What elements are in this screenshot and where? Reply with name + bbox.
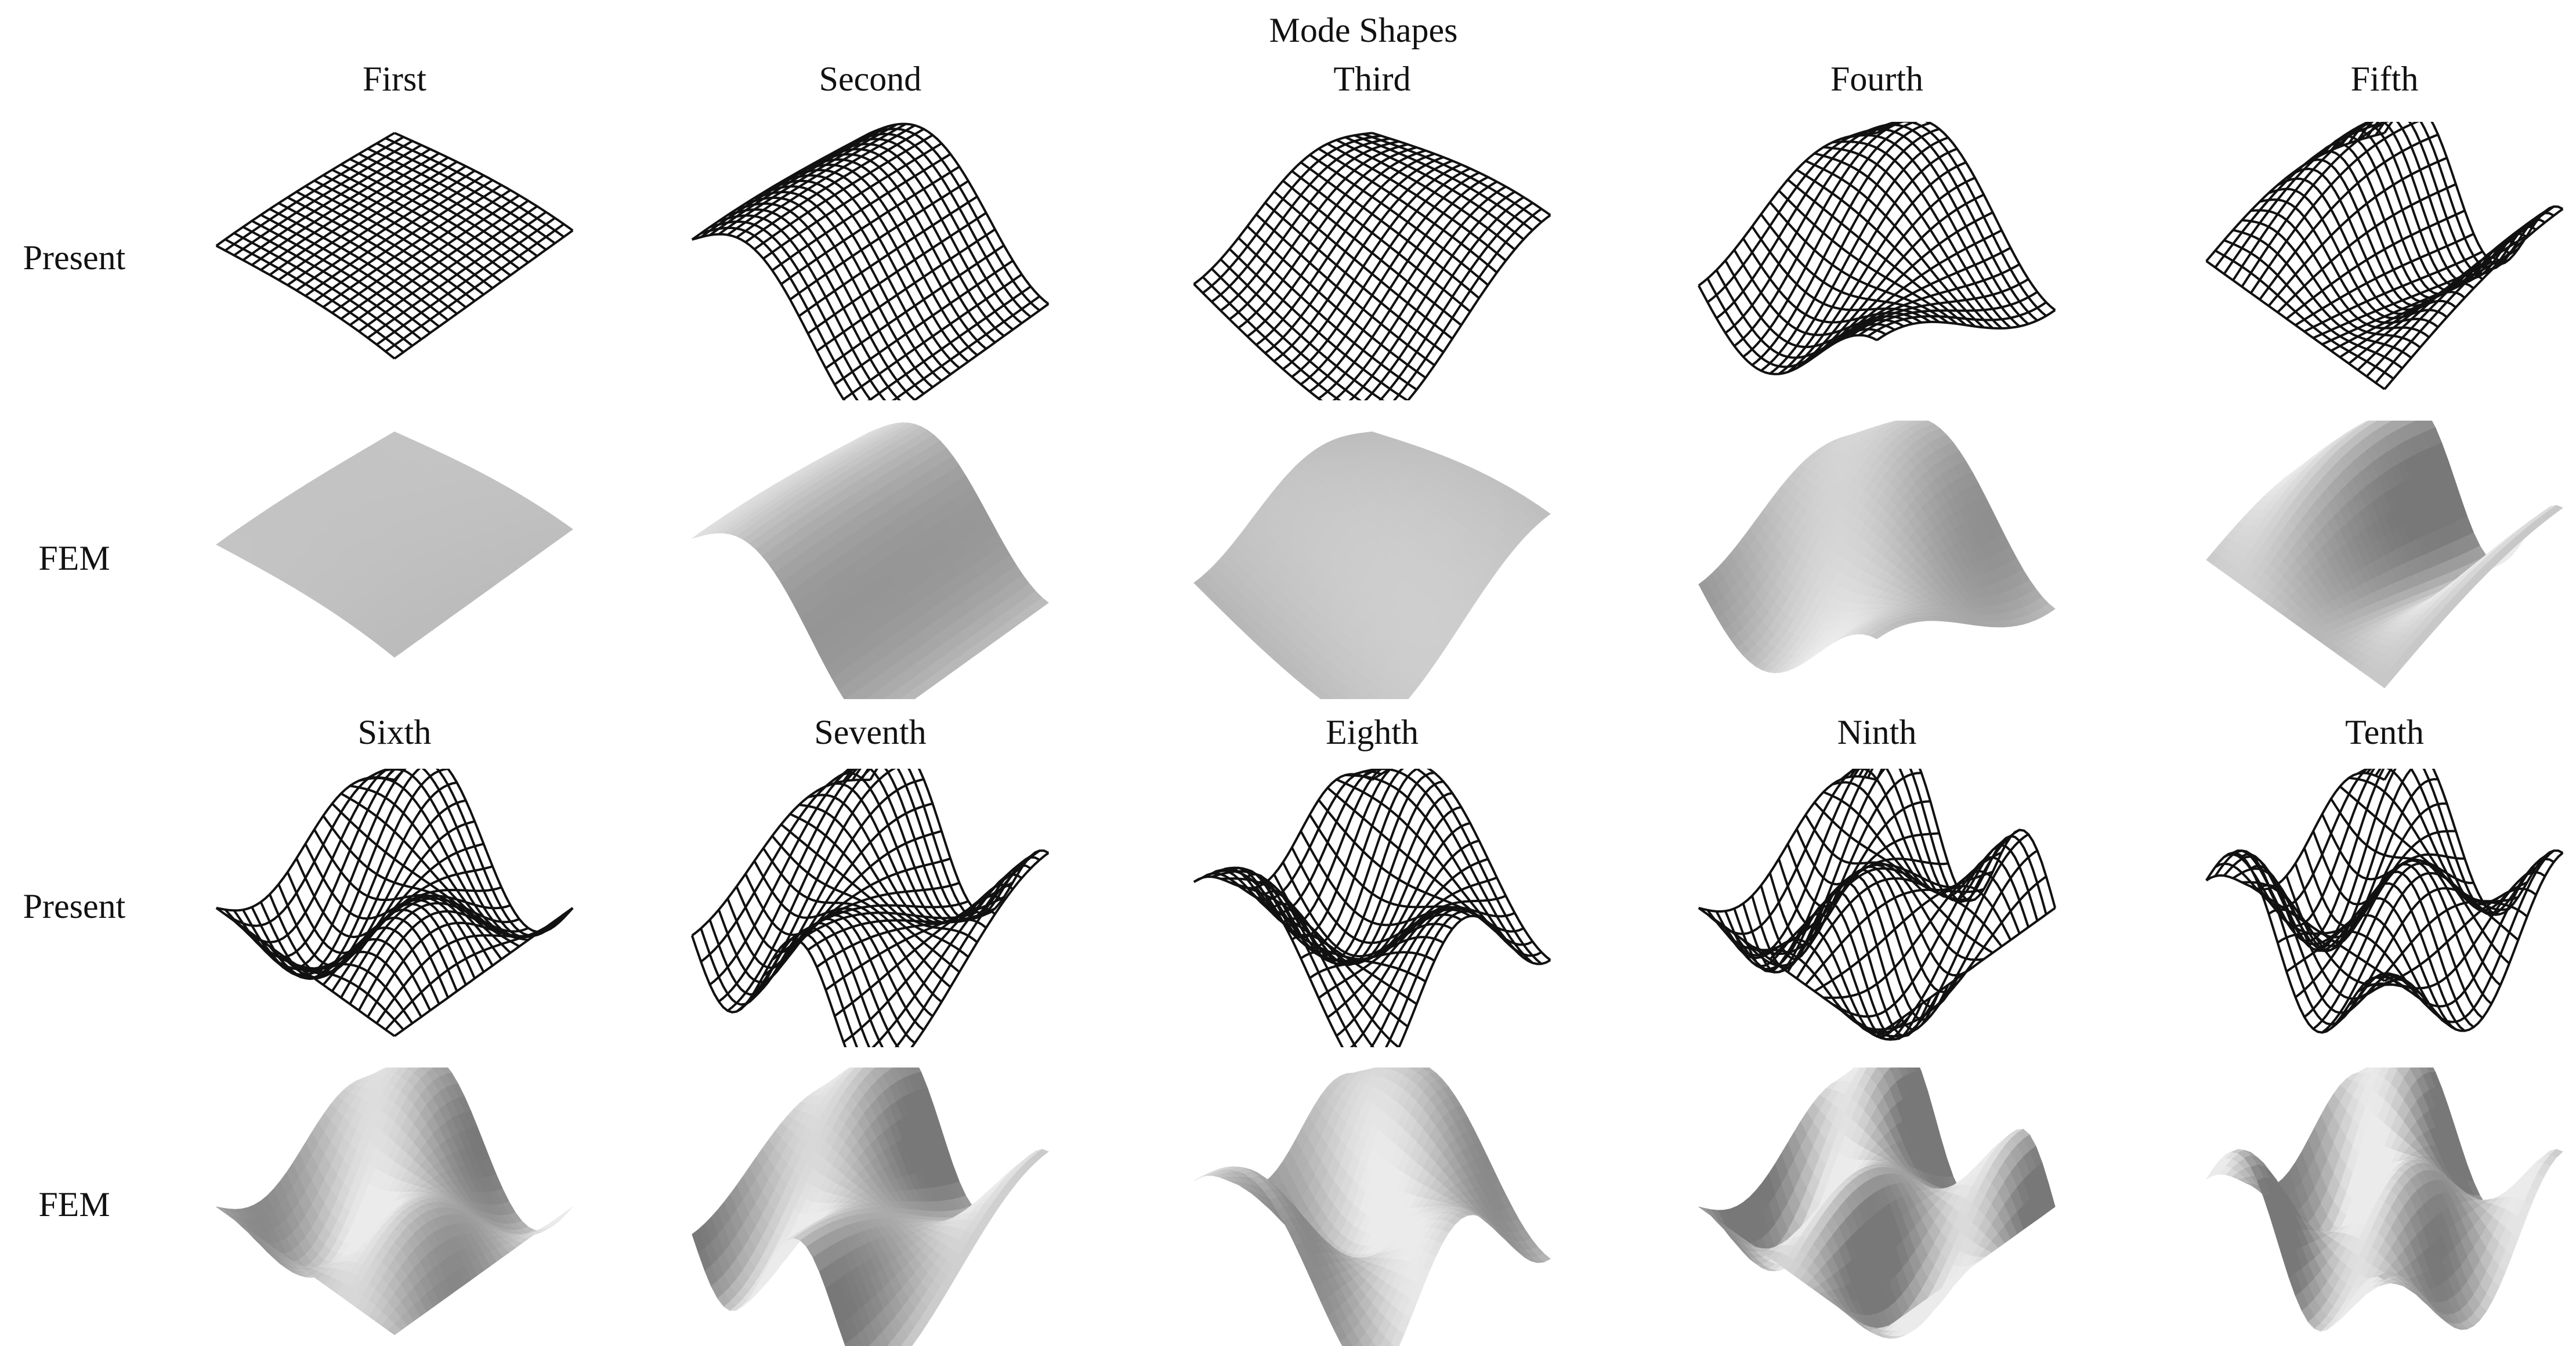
mode-label-sixth: Sixth: [358, 715, 432, 750]
mode-label-eighth: Eighth: [1326, 715, 1419, 750]
mesh-line: [808, 795, 986, 928]
mesh-line: [1372, 916, 1550, 1047]
mesh-line: [1247, 226, 1426, 378]
mesh-line: [386, 224, 564, 352]
mode-label-first: First: [363, 61, 426, 96]
fem-seventh-panel: [685, 1068, 1056, 1346]
mode-label-fourth: Fourth: [1830, 61, 1923, 96]
mesh-line: [826, 773, 1004, 922]
mesh-line: [701, 228, 879, 400]
present-seventh-panel: [685, 769, 1056, 1047]
mesh-line: [1354, 135, 1532, 230]
figure-title: Mode Shapes: [1269, 13, 1458, 48]
mesh-line: [1229, 769, 1408, 938]
fem-third-panel: [1186, 421, 1558, 699]
fem-first-panel: [209, 421, 580, 699]
present-third-panel: [1186, 122, 1558, 400]
mesh-line: [692, 234, 870, 400]
row-label-fem-1: FEM: [38, 541, 110, 576]
mesh-line: [288, 801, 466, 974]
mesh-line: [1221, 259, 1399, 400]
mesh-line: [737, 125, 915, 237]
mesh-line: [1372, 769, 1550, 960]
mesh-line: [270, 894, 448, 997]
present-second-panel: [685, 122, 1056, 400]
mesh-line: [1239, 238, 1417, 390]
fem-eighth-panel: [1186, 1068, 1558, 1346]
mode-label-fifth: Fifth: [2351, 61, 2419, 96]
mesh-line: [746, 874, 924, 1030]
mesh-line: [1363, 769, 1542, 964]
row-label-fem-2: FEM: [38, 1187, 110, 1222]
mesh-line: [234, 769, 413, 942]
present-sixth-panel: [209, 769, 580, 1047]
fem-second-panel: [685, 421, 1056, 699]
mesh-line: [719, 124, 897, 234]
mode-label-second: Second: [819, 61, 922, 96]
mode-label-seventh: Seventh: [814, 715, 926, 750]
mode-label-ninth: Ninth: [1837, 715, 1917, 750]
mode-label-third: Third: [1333, 61, 1410, 96]
mesh-line: [1239, 769, 1417, 947]
present-first-panel: [209, 122, 580, 400]
present-eighth-panel: [1186, 769, 1558, 1047]
mesh-line: [1345, 197, 1524, 400]
fem-sixth-panel: [209, 1068, 580, 1346]
row-label-present-1: Present: [23, 240, 126, 275]
row-label-present-2: Present: [23, 889, 126, 924]
mesh-line: [377, 218, 555, 345]
present-fourth-panel: [1691, 122, 2063, 400]
mode-label-tenth: Tenth: [2345, 715, 2424, 750]
